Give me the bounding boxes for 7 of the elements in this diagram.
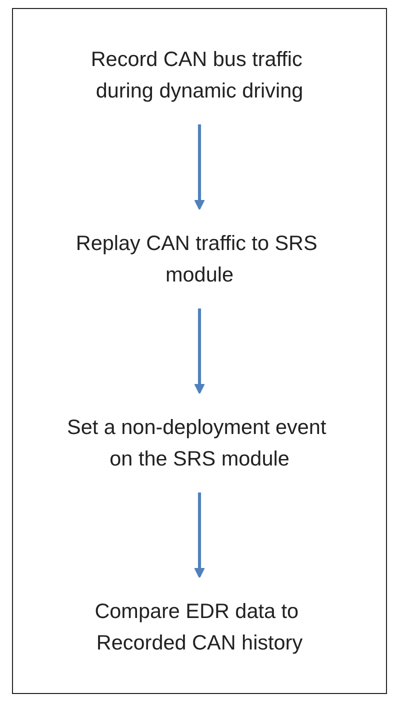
node-text: Compare EDR data to Recorded CAN history bbox=[94, 600, 303, 654]
node-text: Set a non-deployment event on the SRS module bbox=[67, 416, 326, 470]
node-text: Replay CAN traffic to SRS module bbox=[76, 232, 318, 286]
arrow bbox=[194, 124, 205, 210]
arrow bbox=[194, 308, 205, 394]
arrow bbox=[194, 492, 205, 578]
node-text: Record CAN bus traffic during dynamic driving bbox=[90, 47, 304, 102]
